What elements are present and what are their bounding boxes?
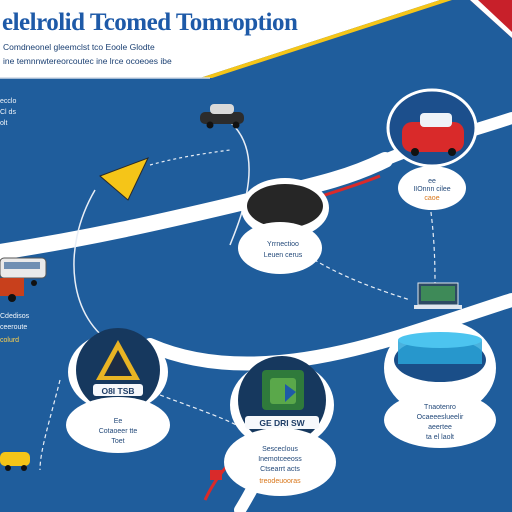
node-bottom-right-label-3: aeertee: [428, 424, 452, 431]
node-bottom-center-label-4: treodeuooras: [259, 478, 301, 485]
bus-icon: [0, 257, 47, 302]
node-top-right-label-2: IIOnnn cilee: [413, 186, 451, 193]
left-note-a: ecclo: [0, 98, 17, 105]
node-top-right-label-1: ee: [428, 178, 436, 185]
left-note-e: ceeroute: [0, 324, 28, 331]
header-stripe-yellow: [200, 0, 452, 78]
red-marker: [210, 470, 222, 480]
left-note-f: colurd: [0, 337, 20, 344]
node-bottom-right: [384, 320, 496, 448]
node-top-right-label-3: caoe: [424, 195, 440, 202]
connector-dashed-d: [39, 379, 61, 471]
node-left-center-label-2: Cotaoeer tte: [98, 428, 138, 435]
connector-dashed-a: [284, 239, 411, 301]
small-car-icon: [0, 452, 30, 471]
node-top-center-label-1: Yrrnectioo: [267, 241, 299, 248]
node-left-center-label-3: Toet: [111, 438, 125, 445]
node-bottom-center-label-3: Ctsearrt acts: [260, 466, 300, 473]
red-accent-line: [321, 174, 381, 198]
road-lower-loop: [143, 293, 512, 371]
node-top-center-label-2: Leuen cerus: [263, 252, 303, 259]
car-icon-top: [200, 104, 244, 129]
node-bottom-center-label-2: Inemotceeoss: [258, 456, 302, 463]
yellow-arrow-icon: [99, 157, 149, 201]
page-title: elelrolid Tcomed Tomroption: [2, 9, 298, 36]
header-subtitle-1: Comdneonel gleemclst tco Eoole Glodte: [3, 42, 155, 52]
connector-top-arc: [224, 117, 250, 246]
left-note-b: Cl ds: [0, 109, 16, 116]
node-top-right: [386, 88, 478, 210]
connector-dashed-b: [429, 204, 436, 286]
laptop-icon: [414, 282, 462, 309]
node-bottom-center-label-1: Sesceclous: [262, 446, 298, 453]
node-left-center: [66, 328, 170, 453]
node-bottom-right-label-4: ta el laolt: [425, 434, 455, 441]
node-top-center: [238, 178, 329, 274]
main-road: [0, 152, 393, 260]
header-subtitle-2: ine temnnwtereorcoutec ine lrce ocoeoes …: [3, 56, 172, 66]
node-bottom-right-label-2: Ocaeeeslueelir: [416, 414, 464, 421]
connector-left-arc: [73, 189, 116, 346]
connector-dashed-e: [149, 149, 231, 166]
corner-white-band: [470, 0, 512, 38]
node-left-center-label-1: Ee: [113, 418, 123, 425]
node-bottom-center: [224, 356, 336, 496]
node-bottom-center-badge: GE DRI SW: [259, 418, 305, 428]
left-note-c: olt: [0, 120, 8, 127]
node-left-center-badge: O8I TSB: [101, 386, 135, 396]
left-note-d: Cdedisos: [0, 313, 30, 320]
header-panel: [0, 0, 440, 78]
node-bottom-right-label-1: Tnaotenro: [424, 404, 456, 411]
